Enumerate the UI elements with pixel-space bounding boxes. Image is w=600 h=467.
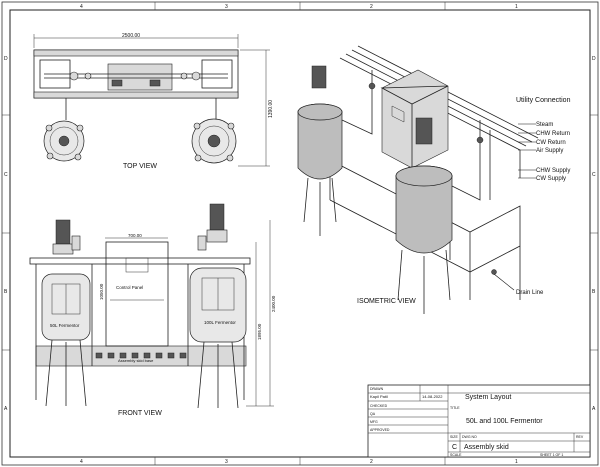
iso-control-panel	[381, 69, 449, 169]
tb-rev-label: REV	[576, 435, 584, 439]
tb-drawn-date: 14-08-2022	[422, 394, 443, 399]
zone-row-right-d: D	[592, 56, 596, 62]
tb-scale-label: SCALE	[450, 453, 462, 457]
tb-drawn-label: DRAWN	[370, 387, 384, 391]
skid-label: Assembly skid base	[118, 358, 154, 363]
tb-sheet: SHEET 1 OF 1	[540, 453, 563, 457]
zone-col-bottom-4: 1	[515, 459, 518, 465]
tb-dwg-label: DWG NO	[462, 435, 477, 439]
zone-col-top-1: 4	[80, 4, 83, 10]
iso-tank-small	[297, 111, 343, 180]
utility-callouts: Utility Connection Steam CHW Return CW R…	[493, 97, 571, 296]
iso-view-label: ISOMETRIC VIEW	[357, 298, 416, 305]
zone-col-bottom-3: 2	[370, 459, 373, 465]
tb-qa-label: QA	[370, 412, 376, 416]
zone-col-top-2: 3	[225, 4, 228, 10]
zone-row-left-b: B	[4, 289, 8, 295]
control-panel-label: Control Panel	[116, 285, 143, 290]
tb-mfg-label: MFG	[370, 420, 378, 424]
utility-chw-supply: CHW Supply	[536, 168, 570, 174]
front-tank-right-label: 100L Fermentor	[204, 320, 236, 325]
zone-row-right-a: A	[592, 406, 596, 412]
dim-front-panel-width: 700.00	[128, 233, 142, 238]
iso-tank-large	[395, 175, 453, 254]
zone-row-left-d: D	[4, 56, 8, 62]
tb-heading: System Layout	[465, 394, 511, 401]
front-tank-left-label: 50L Fermentor	[50, 323, 80, 328]
dim-front-panel-height: 1050.00	[99, 283, 104, 300]
utility-cw-return: CW Return	[536, 140, 566, 146]
zone-col-top-3: 2	[370, 4, 373, 10]
tb-subtitle: 50L and 100L Fermentor	[466, 418, 543, 425]
dim-front-height-b: 2400.00	[271, 295, 276, 312]
utility-steam: Steam	[536, 122, 553, 128]
front-view: 700.00 Control Panel 1050.00 50L Ferment…	[29, 203, 276, 417]
zone-row-right-c: C	[592, 172, 596, 178]
tb-size-value: C	[452, 444, 457, 451]
tb-approved-label: APPROVED	[370, 428, 390, 432]
tb-dwg-value: Assembly skid	[464, 444, 509, 451]
zone-row-right-b: B	[592, 289, 596, 295]
dim-top-width: 2500.00	[122, 33, 140, 39]
zone-row-left-a: A	[4, 406, 8, 412]
top-view: 2500.00 1390.00 TOP VIEW	[33, 33, 274, 170]
zone-col-top-4: 1	[515, 4, 518, 10]
control-panel	[105, 241, 169, 347]
tb-drawn-name: Kapil Patil	[370, 394, 388, 399]
utility-cw-supply: CW Supply	[536, 176, 566, 182]
top-view-label: TOP VIEW	[123, 163, 157, 170]
zone-row-left-c: C	[4, 172, 8, 178]
zone-col-bottom-1: 4	[80, 459, 83, 465]
dim-front-height-a: 1895.00	[257, 323, 262, 340]
utility-chw-return: CHW Return	[536, 131, 570, 137]
utility-drain: Drain Line	[516, 290, 544, 296]
zone-labels: 4 3 2 1 4 3 2 1 D C B A D C B A	[4, 4, 596, 465]
tb-checked-label: CHECKED	[370, 404, 388, 408]
dim-top-depth: 1390.00	[268, 100, 274, 118]
tb-size-label: SIZE	[450, 435, 458, 439]
title-block: DRAWN Kapil Patil 14-08-2022 CHECKED QA …	[367, 384, 591, 458]
zone-col-bottom-2: 3	[225, 459, 228, 465]
isometric-view: ISOMETRIC VIEW	[297, 45, 539, 314]
utility-air-supply: Air Supply	[536, 148, 563, 154]
utility-title: Utility Connection	[516, 97, 571, 104]
tb-title-label: TITLE	[450, 406, 460, 410]
front-view-label: FRONT VIEW	[118, 410, 162, 417]
